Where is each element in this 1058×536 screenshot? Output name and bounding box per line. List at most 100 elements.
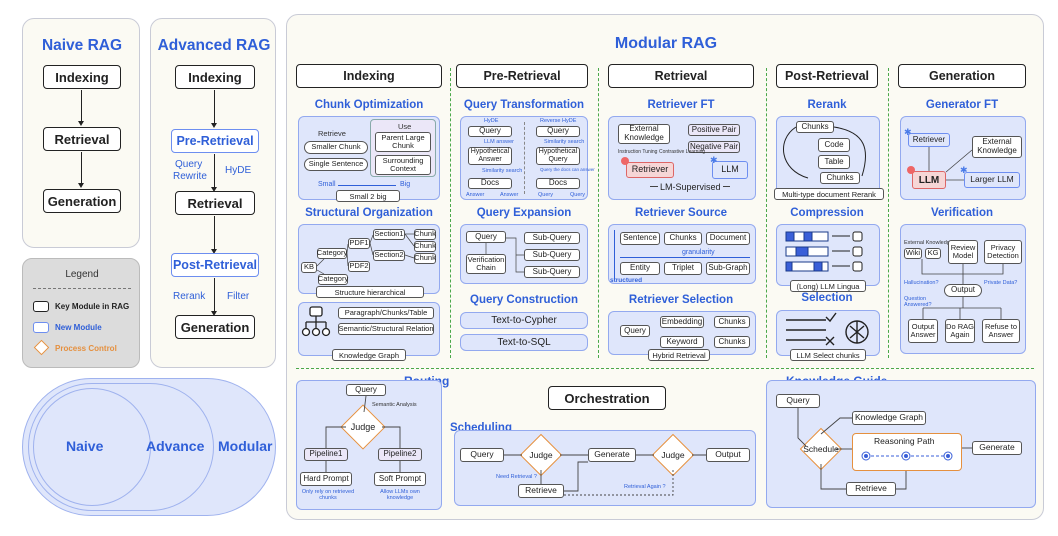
sel-caption: Hybrid Retrieval — [648, 349, 710, 361]
compression-title: Compression — [790, 207, 864, 219]
rft-snow-icon: ✱ — [710, 155, 718, 165]
qt-sim2: Similarity search — [482, 168, 523, 174]
venn-naive — [33, 388, 151, 506]
venn-label-advance: Advance — [146, 438, 205, 454]
naive-rag-panel: Naive RAG Indexing Retrieval Generation — [22, 18, 140, 248]
structural-org-title: Structural Organization — [305, 207, 433, 219]
adv-post-retrieval: Post-Retrieval — [171, 253, 259, 277]
adv-generation: Generation — [175, 315, 255, 339]
retriever-selection-title: Retriever Selection — [628, 294, 734, 306]
adv-note-rewrite: Rewrite — [173, 171, 207, 182]
rft-positive: Positive Pair — [688, 124, 740, 136]
routing-note1: Only rely on retrieved chunks — [301, 489, 355, 501]
sched-need: Need Retrieval ? — [496, 474, 537, 480]
col-pre-retrieval: Pre-Retrieval — [456, 64, 588, 88]
struct-cat1: Category — [316, 248, 348, 259]
ver-wiki: Wiki — [904, 248, 922, 259]
gft-llm: LLM — [912, 171, 946, 189]
kg-paragraph: Paragraph/Chunks/Table — [338, 307, 434, 319]
retriever-ft-title: Retriever FT — [647, 99, 715, 111]
src-document: Document — [706, 232, 750, 245]
qe-subquery3: Sub-Query — [524, 266, 580, 278]
gft-snow-icon-2: ✱ — [960, 165, 968, 175]
retriever-source-title: Retriever Source — [634, 207, 728, 219]
query-transformation-title: Query Transformation — [463, 99, 585, 111]
src-chunks: Chunks — [664, 232, 702, 245]
chunk-parent: Parent Large Chunk — [375, 132, 431, 152]
legend-title: Legend — [65, 269, 99, 280]
ver-output: Output — [944, 284, 982, 297]
qt-docs2: Docs — [536, 178, 580, 189]
naive-generation: Generation — [43, 189, 121, 213]
sel-chunks2: Chunks — [714, 336, 750, 348]
sched-generate: Generate — [588, 448, 636, 462]
sched-output: Output — [706, 448, 750, 462]
orchestration-title: Orchestration — [548, 386, 666, 410]
struct-pdf2: PDF2 — [348, 261, 370, 272]
selection-caption: LLM Select chunks — [790, 349, 866, 361]
col-retrieval: Retrieval — [608, 64, 754, 88]
qt-llm: LLM answer — [484, 139, 514, 145]
qt-hypo-query: Hypothetical Query — [536, 147, 580, 165]
rft-external: External Knowledge — [618, 124, 670, 144]
src-entity: Entity — [620, 262, 660, 275]
qt-sim1: Similarity search — [544, 139, 585, 145]
chunk-single: Single Sentence — [304, 158, 368, 171]
rft-llm: LLM — [712, 161, 748, 179]
legend-process-label: Process Control — [55, 344, 117, 353]
chunk-caption: Small 2 big — [336, 190, 400, 202]
sched-judge1: Judge — [529, 450, 553, 460]
selection-box — [776, 310, 880, 356]
qe-query: Query — [466, 231, 506, 243]
rr-table: Table — [818, 155, 850, 169]
rr-chunks2: Chunks — [820, 172, 860, 184]
venn-label-modular: Modular — [218, 438, 273, 454]
sched-judge2: Judge — [661, 450, 685, 460]
advanced-rag-panel: Advanced RAG Indexing Pre-Retrieval Quer… — [150, 18, 276, 368]
sel-keyword: Keyword — [660, 336, 704, 348]
src-subgraph: Sub-Graph — [706, 262, 750, 275]
selection-title: Selection — [801, 292, 853, 304]
struct-pdf1: PDF1 — [348, 238, 370, 249]
qc-text-to-cypher: Text-to-Cypher — [460, 312, 588, 329]
adv-note-filter: Filter — [227, 291, 250, 302]
kg-generate: Generate — [972, 441, 1022, 455]
kg-graph: Knowledge Graph — [852, 411, 926, 425]
kg-reasoning-label: Reasoning Path — [874, 436, 935, 446]
adv-indexing: Indexing — [175, 65, 255, 89]
adv-note-rerank: Rerank — [173, 291, 206, 302]
sel-embedding: Embedding — [660, 316, 704, 328]
legend: Legend Key Module in RAG New Module Proc… — [22, 258, 140, 368]
sched-again: Retrieval Again ? — [624, 484, 666, 490]
struct-chunk1: Chunk — [414, 229, 436, 240]
query-expansion-title: Query Expansion — [476, 207, 572, 219]
sched-query: Query — [460, 448, 504, 462]
sel-chunks1: Chunks — [714, 316, 750, 328]
kg-relation: Semantic/Structural Relation — [338, 323, 434, 335]
col-generation: Generation — [898, 64, 1026, 88]
routing-soft: Soft Prompt — [374, 472, 426, 486]
adv-retrieval: Retrieval — [175, 191, 255, 215]
compression-caption: (Long) LLM Lingua — [790, 280, 866, 292]
qt-hypo-answer: Hypothetical Answer — [468, 147, 512, 165]
adv-pre-retrieval: Pre-Retrieval — [171, 129, 259, 153]
struct-section2: Section2 — [373, 250, 405, 261]
qc-text-to-sql: Text-to-SQL — [460, 334, 588, 351]
scheduling-box — [454, 430, 756, 506]
legend-key-swatch — [33, 301, 49, 312]
naive-retrieval: Retrieval — [43, 127, 121, 151]
legend-key-label: Key Module in RAG — [55, 302, 130, 311]
src-triplet: Triplet — [664, 262, 702, 275]
qt-rhyde: Reverse HyDE — [540, 118, 577, 124]
chunk-big: Big — [400, 181, 411, 188]
